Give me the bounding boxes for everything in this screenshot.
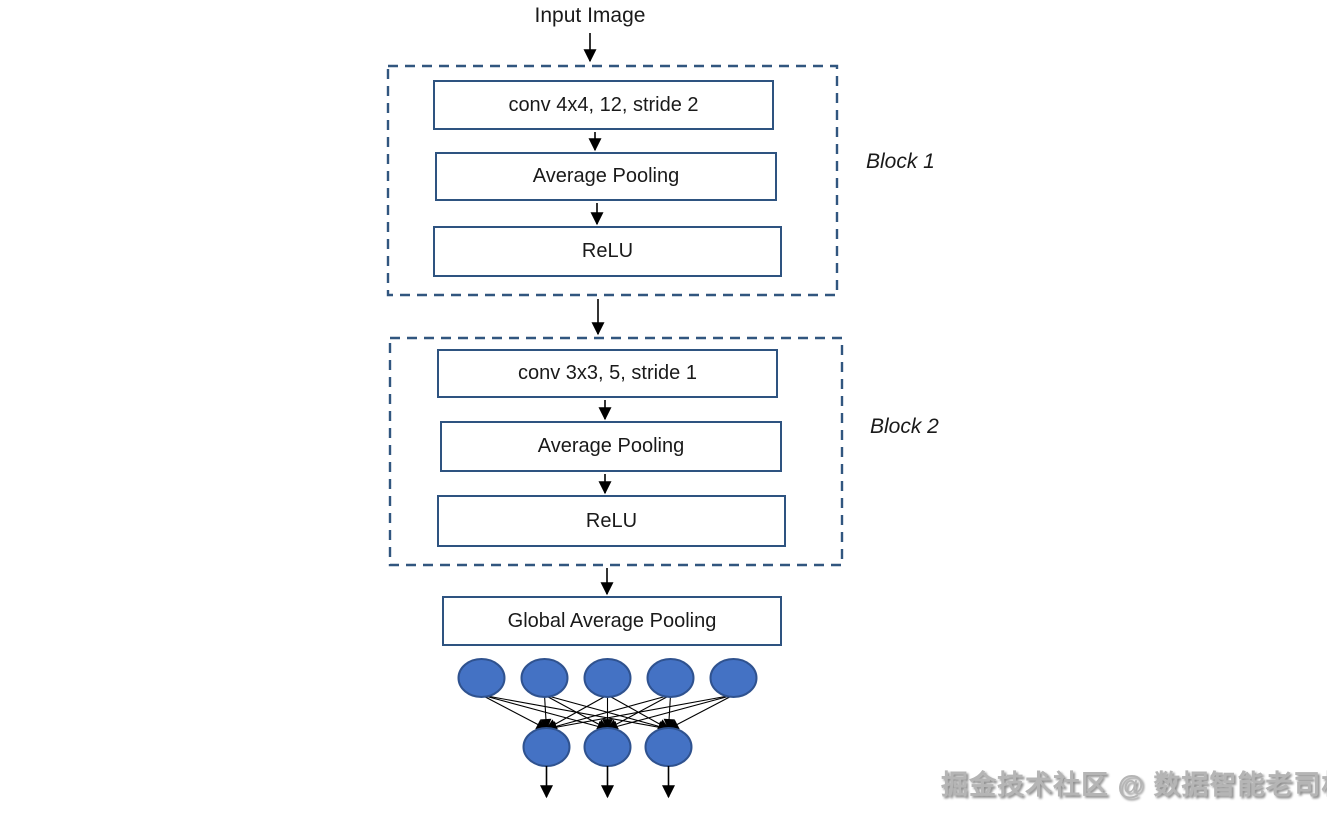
output-arrows xyxy=(540,766,675,799)
fc-nodes xyxy=(457,658,758,767)
layer-box-relu2: ReLU xyxy=(437,495,786,547)
fc-connection-line xyxy=(545,694,734,733)
input-image-label: Input Image xyxy=(534,4,646,27)
fc-top-node xyxy=(709,658,758,698)
fc-top-node xyxy=(583,658,632,698)
fc-connection-line xyxy=(606,694,734,732)
fc-connection-line xyxy=(667,694,734,730)
fc-top-node xyxy=(457,658,506,698)
layer-box-avgpool1: Average Pooling xyxy=(435,152,777,201)
block1-label: Block 1 xyxy=(866,150,935,173)
fc-bottom-node xyxy=(644,727,693,767)
fc-top-node xyxy=(646,658,695,698)
layer-box-relu1: ReLU xyxy=(433,226,782,277)
layer-box-conv2: conv 3x3, 5, stride 1 xyxy=(437,349,778,398)
fc-connection-lines xyxy=(481,694,734,733)
fc-bottom-node xyxy=(583,727,632,767)
block2-label: Block 2 xyxy=(870,415,939,438)
layer-box-avgpool2: Average Pooling xyxy=(440,421,782,472)
fc-top-node xyxy=(520,658,569,698)
fc-connection-line xyxy=(481,694,548,730)
fc-bottom-node xyxy=(522,727,571,767)
fc-connection-line xyxy=(481,694,609,732)
layer-box-conv1: conv 4x4, 12, stride 2 xyxy=(433,80,774,130)
watermark-text: 掘金技术社区 @ 数据智能老司机 xyxy=(941,770,1327,800)
fc-connection-line xyxy=(545,694,671,732)
block2-dashed-outline xyxy=(388,336,844,567)
layer-box-global-avg-pool: Global Average Pooling xyxy=(442,596,782,646)
block1-dashed-outline xyxy=(386,64,839,297)
